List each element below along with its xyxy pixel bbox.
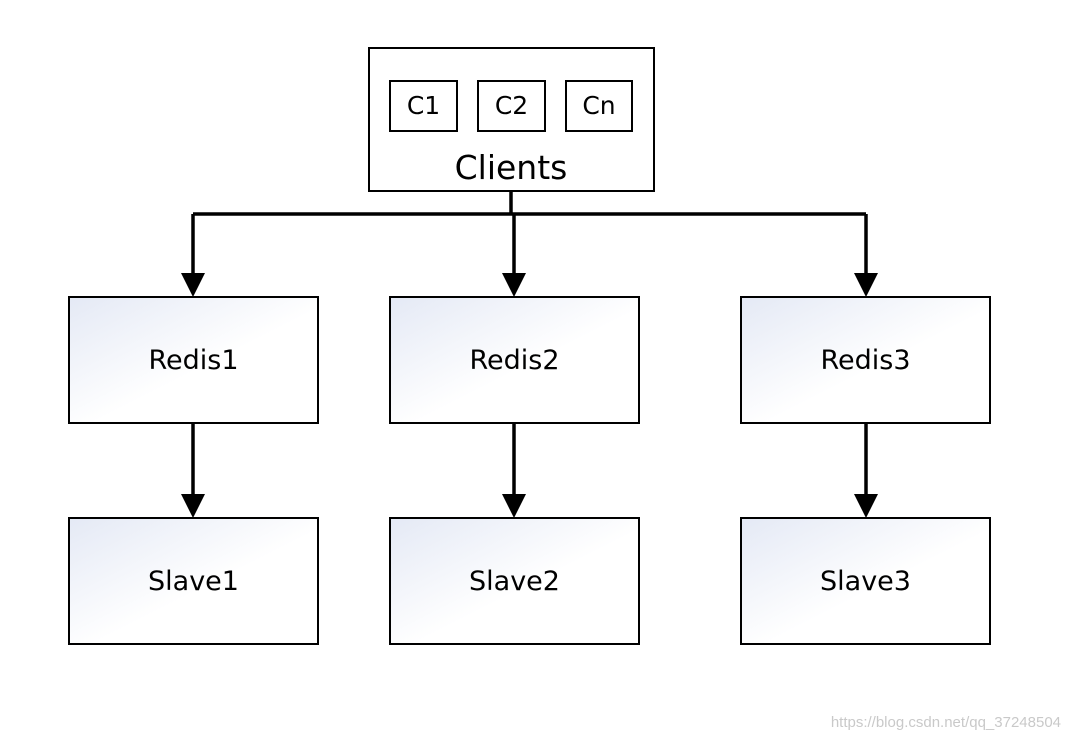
master-node-redis2: Redis2 — [389, 296, 640, 424]
slave2-rect — [389, 517, 640, 645]
redis3-rect — [740, 296, 991, 424]
slave-node-slave3: Slave3 — [740, 517, 991, 645]
slave1-label: Slave1 — [148, 566, 239, 597]
slave-node-slave2: Slave2 — [389, 517, 640, 645]
arrow-slave1 — [181, 494, 205, 518]
redis1-rect — [68, 296, 319, 424]
client-c2-label: C2 — [495, 91, 528, 120]
slave1-rect — [68, 517, 319, 645]
watermark-text: https://blog.csdn.net/qq_37248504 — [830, 714, 1061, 731]
redis2-label: Redis2 — [469, 345, 559, 376]
redis3-label: Redis3 — [820, 345, 910, 376]
client-cn-label: Cn — [582, 91, 615, 120]
client-box-c1: C1 — [389, 80, 458, 132]
client-cn-rect — [565, 80, 633, 132]
client-c1-label: C1 — [407, 91, 440, 120]
clients-title: Clients — [455, 148, 568, 187]
replication-edges — [181, 423, 878, 518]
client-c1-rect — [389, 80, 458, 132]
redis2-rect — [389, 296, 640, 424]
client-c2-rect — [477, 80, 546, 132]
master-node-redis3: Redis3 — [740, 296, 991, 424]
slave-node-slave1: Slave1 — [68, 517, 319, 645]
slave2-label: Slave2 — [469, 566, 560, 597]
redis1-label: Redis1 — [148, 345, 238, 376]
client-box-c2: C2 — [477, 80, 546, 132]
arrow-redis3 — [854, 273, 878, 297]
arrow-slave3 — [854, 494, 878, 518]
arrow-redis2 — [502, 273, 526, 297]
slave3-rect — [740, 517, 991, 645]
master-node-redis1: Redis1 — [68, 296, 319, 424]
arrow-slave2 — [502, 494, 526, 518]
client-edges — [181, 191, 878, 297]
arrow-redis1 — [181, 273, 205, 297]
client-box-cn: Cn — [565, 80, 633, 132]
slave3-label: Slave3 — [820, 566, 911, 597]
clients-group: C1 C2 Cn Clients — [368, 47, 655, 192]
